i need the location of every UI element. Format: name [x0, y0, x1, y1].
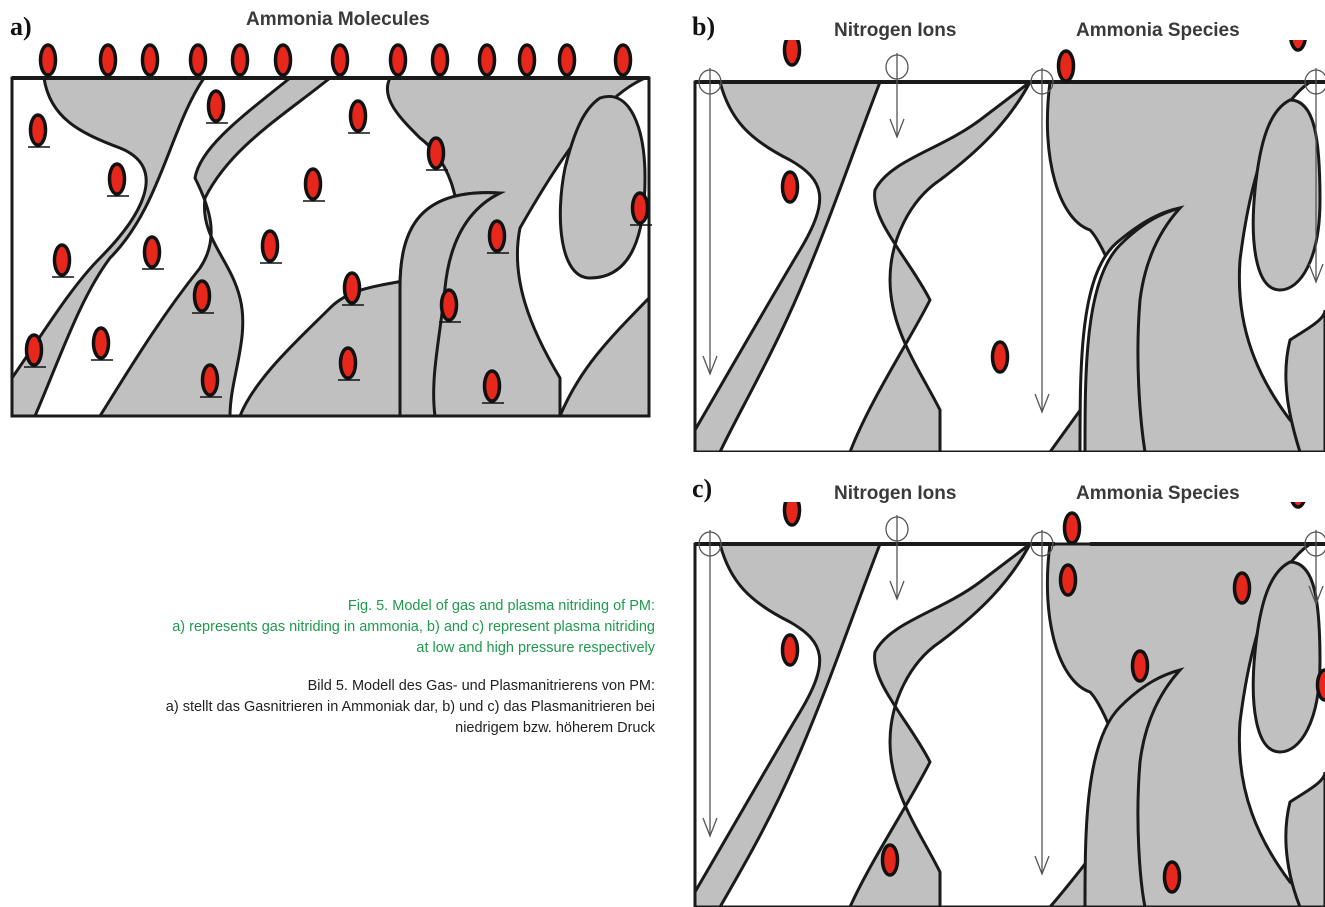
panel-c-label: c) [692, 474, 712, 504]
ammonia-molecule-icon [1133, 651, 1148, 681]
panel-b-title-ions: Nitrogen Ions [834, 20, 956, 42]
ammonia-molecule-icon [233, 45, 248, 75]
ammonia-molecule-icon [1291, 40, 1306, 50]
panel-a-diagram [0, 38, 660, 418]
metal-grains [695, 544, 1325, 907]
ammonia-molecule-icon [783, 172, 798, 202]
ammonia-molecule-icon [306, 169, 321, 199]
ammonia-molecule-icon [783, 635, 798, 665]
ammonia-molecule-icon [616, 45, 631, 75]
caption-line: niedrigem bzw. höherem Druck [166, 718, 655, 739]
ammonia-molecule-icon [55, 245, 70, 275]
ammonia-molecule-icon [1318, 670, 1325, 700]
ammonia-molecule-icon [993, 342, 1008, 372]
nitrogen-ion-icon [886, 515, 908, 599]
ammonia-molecule-icon [391, 45, 406, 75]
ammonia-molecule-icon [785, 502, 800, 525]
caption-english: Fig. 5. Model of gas and plasma nitridin… [172, 596, 655, 659]
panel-c-diagram [690, 502, 1325, 907]
ammonia-molecule-icon [1291, 502, 1306, 507]
ammonia-molecule-icon [195, 281, 210, 311]
ammonia-molecule-icon [209, 91, 224, 121]
ammonia-molecule-icon [341, 348, 356, 378]
caption-german: Bild 5. Modell des Gas- und Plasmanitrie… [166, 676, 655, 739]
ammonia-molecule-icon [145, 237, 160, 267]
grain [1286, 772, 1325, 907]
ammonia-molecule-icon [480, 45, 495, 75]
panel-b-label: b) [692, 12, 715, 42]
panel-b-diagram [690, 40, 1325, 452]
nitrogen-ion-icon [699, 68, 721, 374]
ammonia-molecule-icon [41, 45, 56, 75]
ammonia-molecule-icon [429, 138, 444, 168]
ammonia-molecule-icon [785, 40, 800, 65]
ammonia-molecule-icon [203, 365, 218, 395]
ammonia-molecule-icon [191, 45, 206, 75]
ammonia-molecule-icon [442, 290, 457, 320]
ammonia-molecule-icon [560, 45, 575, 75]
ammonia-molecule-icon [433, 45, 448, 75]
ammonia-molecule-icon [485, 371, 500, 401]
panel-b-title-species: Ammonia Species [1076, 20, 1240, 42]
ammonia-molecule-icon [1235, 573, 1250, 603]
ammonia-molecule-icon [27, 335, 42, 365]
nitrogen-ion-icon [886, 53, 908, 137]
ammonia-molecule-icon [1061, 565, 1076, 595]
ammonia-molecule-icon [520, 45, 535, 75]
caption-line: at low and high pressure respectively [172, 638, 655, 659]
ammonia-molecule-icon [143, 45, 158, 75]
ammonia-molecule-icon [490, 221, 505, 251]
ammonia-molecule-icon [110, 164, 125, 194]
caption-line: a) stellt das Gasnitrieren in Ammoniak d… [166, 697, 655, 718]
metal-grains [695, 82, 1325, 452]
ammonia-molecule-icon [31, 115, 46, 145]
ammonia-molecule-icon [1065, 513, 1080, 543]
ammonia-molecule-icon [1165, 862, 1180, 892]
ammonia-molecule-icon [1059, 51, 1074, 81]
ammonia-molecule-icon [276, 45, 291, 75]
ammonia-molecule-icon [633, 193, 648, 223]
caption-line: Bild 5. Modell des Gas- und Plasmanitrie… [166, 676, 655, 697]
ammonia-molecule-icon [345, 273, 360, 303]
caption-line: a) represents gas nitriding in ammonia, … [172, 617, 655, 638]
ammonia-molecule-icon [351, 101, 366, 131]
ammonia-molecule-icon [263, 231, 278, 261]
grain [695, 544, 880, 907]
grain [850, 82, 1030, 452]
ammonia-molecule-icon [883, 845, 898, 875]
nitrogen-ion-icon [699, 530, 721, 836]
grain [850, 544, 1030, 907]
panel-a-title: Ammonia Molecules [246, 9, 430, 31]
ammonia-molecule-icon [94, 328, 109, 358]
caption-line: Fig. 5. Model of gas and plasma nitridin… [172, 596, 655, 617]
ammonia-molecule-icon [101, 45, 116, 75]
ammonia-molecule-icon [333, 45, 348, 75]
grain [695, 82, 880, 452]
